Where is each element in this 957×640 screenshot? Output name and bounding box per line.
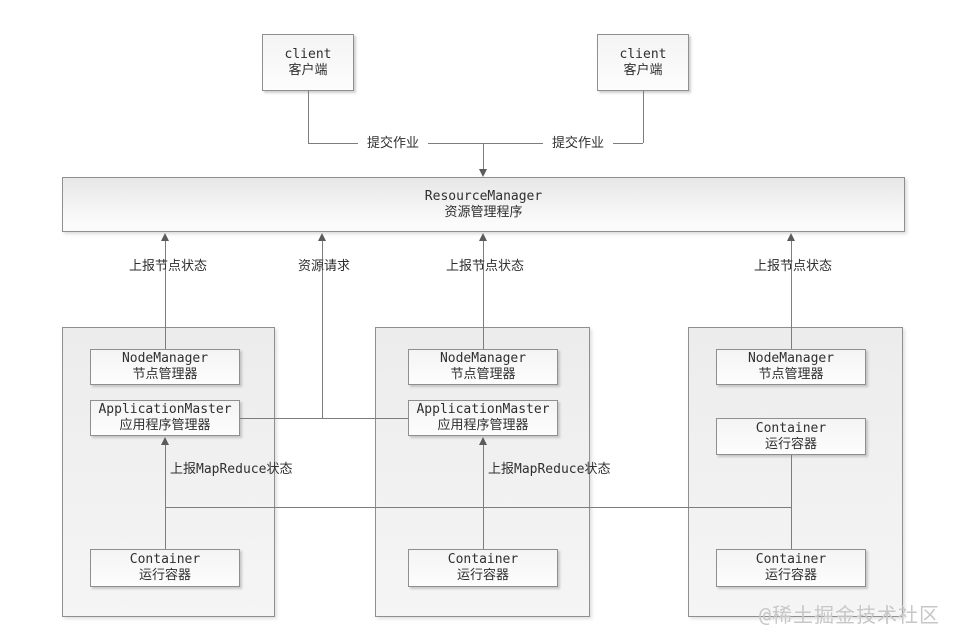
watermark: @稀土掘金技术社区 <box>758 603 940 627</box>
client-box-1: client 客户端 <box>262 34 354 91</box>
container-3-upper-label-en: Container <box>755 420 827 436</box>
applicationmaster-2-label-zh: 应用程序管理器 <box>437 418 529 433</box>
container-3-lower-label-en: Container <box>755 552 827 567</box>
label-report-mapreduce-1: 上报MapReduce状态 <box>170 462 293 477</box>
arrow-node2-status-icon <box>479 233 487 241</box>
container-2-label-zh: 运行容器 <box>456 568 509 583</box>
nodemanager-1-label-en: NodeManager <box>121 351 209 366</box>
connector-submit-to-rm <box>483 143 484 170</box>
arrow-resource-request-icon <box>318 233 326 241</box>
connector-rm-nodemanager3 <box>791 240 792 349</box>
container-box-3-upper: Container 运行容器 <box>716 418 866 455</box>
nodemanager-3-label-zh: 节点管理器 <box>758 367 824 382</box>
connector-client2-stem <box>643 91 644 143</box>
client-box-1-label-en: client <box>284 46 332 62</box>
container-3-lower-label-zh: 运行容器 <box>764 568 817 583</box>
arrow-node1-status-icon <box>161 233 169 241</box>
container-1-label-zh: 运行容器 <box>138 568 191 583</box>
connector-am2-container2 <box>483 444 484 549</box>
arrow-into-rm-top-icon <box>479 169 487 177</box>
container-1-label-en: Container <box>129 552 201 567</box>
label-submit-job-1: 提交作业 <box>358 136 428 151</box>
nodemanager-box-3: NodeManager 节点管理器 <box>716 349 866 385</box>
client-box-1-label-zh: 客户端 <box>288 62 328 78</box>
connector-container3-upper-lower <box>791 455 792 549</box>
connector-resource-request <box>322 240 323 418</box>
nodemanager-1-label-zh: 节点管理器 <box>132 367 198 382</box>
label-submit-job-2: 提交作业 <box>543 136 613 151</box>
connector-rm-nodemanager2 <box>483 240 484 349</box>
container-box-1: Container 运行容器 <box>90 549 240 587</box>
nodemanager-2-label-zh: 节点管理器 <box>450 367 516 382</box>
arrow-node3-status-icon <box>787 233 795 241</box>
nodemanager-2-label-en: NodeManager <box>439 351 527 366</box>
container-box-3-lower: Container 运行容器 <box>716 549 866 587</box>
container-2-label-en: Container <box>447 552 519 567</box>
client-box-2-label-en: client <box>619 46 667 62</box>
arrow-into-am1-icon <box>161 437 169 445</box>
container-3-upper-label-zh: 运行容器 <box>764 436 817 452</box>
client-box-2-label-zh: 客户端 <box>623 62 663 78</box>
resourcemanager-label-zh: 资源管理程序 <box>444 204 523 220</box>
connector-mapreduce-bus <box>165 507 792 508</box>
connector-rm-nodemanager1 <box>165 240 166 349</box>
arrow-into-am2-icon <box>479 437 487 445</box>
resourcemanager-bar: ResourceManager 资源管理程序 <box>62 177 905 232</box>
connector-client1-stem <box>308 91 309 143</box>
connector-submit-bus <box>308 143 643 144</box>
label-report-node-status-1: 上报节点状态 <box>129 259 208 274</box>
applicationmaster-1-label-en: ApplicationMaster <box>98 402 232 417</box>
nodemanager-box-1: NodeManager 节点管理器 <box>90 349 240 385</box>
applicationmaster-box-1: ApplicationMaster 应用程序管理器 <box>90 400 240 436</box>
applicationmaster-box-2: ApplicationMaster 应用程序管理器 <box>408 400 558 436</box>
applicationmaster-1-label-zh: 应用程序管理器 <box>119 418 211 433</box>
nodemanager-3-label-en: NodeManager <box>747 351 835 366</box>
container-box-2: Container 运行容器 <box>408 549 558 587</box>
label-report-node-status-3: 上报节点状态 <box>754 259 833 274</box>
client-box-2: client 客户端 <box>597 34 689 91</box>
nodemanager-box-2: NodeManager 节点管理器 <box>408 349 558 385</box>
label-report-mapreduce-2: 上报MapReduce状态 <box>488 462 611 477</box>
resourcemanager-label-en: ResourceManager <box>424 188 543 204</box>
label-report-node-status-2: 上报节点状态 <box>446 259 525 274</box>
connector-am1-container1 <box>165 444 166 549</box>
label-resource-request: 资源请求 <box>298 259 351 274</box>
connector-am1-am2 <box>240 418 408 419</box>
applicationmaster-2-label-en: ApplicationMaster <box>416 402 550 417</box>
